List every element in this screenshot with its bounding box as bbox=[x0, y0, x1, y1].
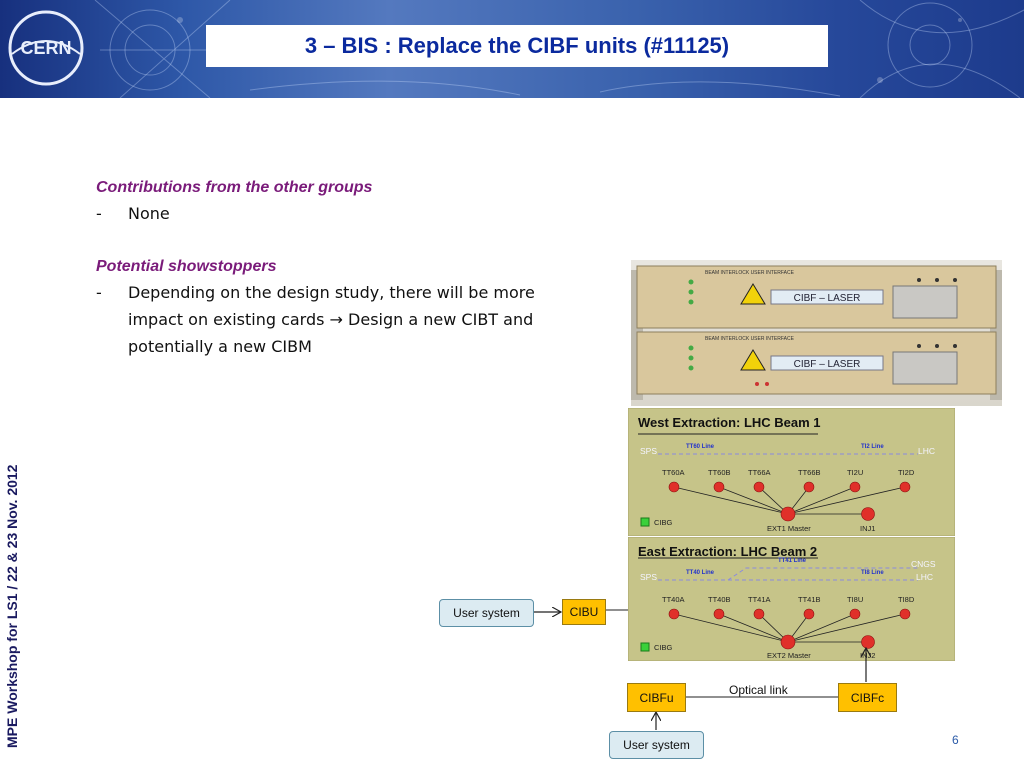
cibu-box: CIBU bbox=[562, 599, 606, 625]
optical-link-label: Optical link bbox=[729, 683, 788, 697]
east-lhc-label: LHC bbox=[916, 572, 934, 582]
west-diagram-graphics bbox=[628, 408, 955, 536]
west-diagram-title: West Extraction: LHC Beam 1 bbox=[638, 415, 821, 430]
cern-logo: CERN bbox=[8, 10, 84, 86]
east-node-label: TI8U bbox=[847, 595, 864, 604]
east-node-label: TI8D bbox=[898, 595, 915, 604]
east-extraction-diagram: East Extraction: LHC Beam 2 SPS CNGS LHC… bbox=[628, 537, 955, 661]
west-node-label: TT66A bbox=[748, 468, 771, 477]
section-heading-contributions: Contributions from the other groups bbox=[96, 179, 373, 196]
page-number: 6 bbox=[952, 733, 959, 747]
page-title: 3 – BIS : Replace the CIBF units (#11125… bbox=[304, 33, 730, 58]
west-sps-label: SPS bbox=[640, 446, 658, 456]
unit1-panel-title: BEAM INTERLOCK USER INTERFACE bbox=[705, 270, 795, 276]
main-content: Contributions from the other groups - No… bbox=[96, 176, 596, 360]
east-diagram-graphics bbox=[628, 537, 955, 661]
west-node-label: TT66B bbox=[798, 468, 821, 477]
east-line-label: TT41 Line bbox=[778, 558, 807, 564]
east-node-label: TT41A bbox=[748, 595, 771, 604]
east-line-label: TT40 Line bbox=[686, 570, 715, 576]
west-extraction-diagram: West Extraction: LHC Beam 1 SPS LHC TT60… bbox=[628, 408, 955, 536]
side-footer-text: MPE Workshop for LS1 / 22 & 23 Nov. 2012 bbox=[4, 464, 20, 748]
west-node-label: TI2U bbox=[847, 468, 864, 477]
bullet-dash: - bbox=[96, 283, 102, 302]
user-system-box-1: User system bbox=[439, 599, 534, 627]
west-line-label: TT60 Line bbox=[686, 444, 715, 450]
unit2-panel-title: BEAM INTERLOCK USER INTERFACE bbox=[705, 336, 795, 342]
west-line-label: TI2 Line bbox=[861, 444, 884, 450]
west-lhc-label: LHC bbox=[918, 446, 936, 456]
east-cibg-label: CIBG bbox=[654, 643, 673, 652]
bullet-text: Depending on the design study, there wil… bbox=[128, 283, 535, 356]
cibfc-box: CIBFc bbox=[838, 683, 897, 712]
bullet-item: - None bbox=[96, 200, 596, 227]
east-line-label: TI8 Line bbox=[861, 570, 884, 576]
bullet-text: None bbox=[128, 204, 170, 223]
east-master-label: EXT2 Master bbox=[767, 651, 811, 660]
user-system-box-2: User system bbox=[609, 731, 704, 759]
rack-illustration: BEAM INTERLOCK USER INTERFACE BEAM INTER… bbox=[631, 265, 1002, 400]
east-sps-label: SPS bbox=[640, 572, 658, 582]
west-inj-label: INJ1 bbox=[860, 524, 876, 533]
east-inj-label: INJ2 bbox=[860, 651, 876, 660]
west-node-label: TT60A bbox=[662, 468, 685, 477]
bullet-dash: - bbox=[96, 204, 102, 223]
east-diagram-title: East Extraction: LHC Beam 2 bbox=[638, 544, 818, 559]
east-node-label: TT41B bbox=[798, 595, 821, 604]
unit2-label: CIBF – LASER bbox=[794, 359, 861, 370]
east-node-label: TT40A bbox=[662, 595, 685, 604]
west-cibg-label: CIBG bbox=[654, 518, 673, 527]
west-master-label: EXT1 Master bbox=[767, 524, 811, 533]
west-node-label: TI2D bbox=[898, 468, 915, 477]
header-banner: CERN 3 – BIS : Replace the CIBF units (#… bbox=[0, 0, 1024, 98]
cibfu-box: CIBFu bbox=[627, 683, 686, 712]
west-node-label: TT60B bbox=[708, 468, 731, 477]
east-cngs-label: CNGS bbox=[911, 559, 936, 569]
section-heading-showstoppers: Potential showstoppers bbox=[96, 258, 277, 275]
east-node-label: TT40B bbox=[708, 595, 731, 604]
unit1-label: CIBF – LASER bbox=[794, 293, 861, 304]
bullet-item: - Depending on the design study, there w… bbox=[96, 279, 596, 360]
cibf-units-photo: BEAM INTERLOCK USER INTERFACE BEAM INTER… bbox=[631, 260, 1002, 406]
cern-logo-text: CERN bbox=[20, 38, 71, 58]
title-box: 3 – BIS : Replace the CIBF units (#11125… bbox=[206, 25, 828, 67]
